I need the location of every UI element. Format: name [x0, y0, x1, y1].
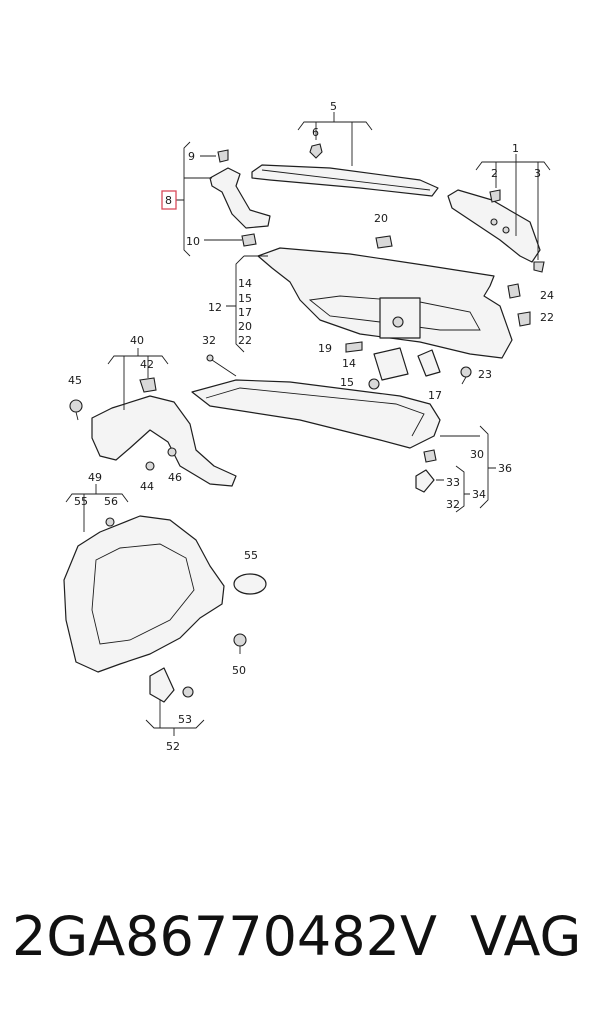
clip-20: [375, 235, 393, 249]
screw-44: [145, 461, 155, 471]
trunk-side-panel: [63, 515, 225, 673]
leader-8: [176, 141, 242, 257]
callout-36: 36: [498, 462, 512, 475]
clip-19: [345, 341, 363, 353]
screw-45: [69, 399, 83, 421]
screw-50: [233, 633, 247, 654]
callout-22-list: 22: [238, 334, 252, 347]
callout-32-top: 32: [202, 334, 216, 347]
callout-22: 22: [540, 311, 554, 324]
callout-24: 24: [540, 289, 554, 302]
callout-46: 46: [168, 471, 182, 484]
callout-55-left: 55: [74, 495, 88, 508]
callout-30: 30: [470, 448, 484, 461]
callout-1: 1: [512, 142, 519, 155]
callout-19: 19: [318, 342, 332, 355]
callout-6: 6: [312, 126, 319, 139]
callout-20-list: 20: [238, 320, 252, 333]
callout-15-list: 15: [238, 292, 252, 305]
callout-42: 42: [140, 358, 154, 371]
callout-14: 14: [342, 357, 356, 370]
left-side-trim: [91, 395, 237, 487]
callout-44: 44: [140, 480, 154, 493]
callout-34: 34: [472, 488, 486, 501]
clip-22: [517, 311, 531, 327]
callout-2: 2: [491, 167, 498, 180]
clip-42: [139, 377, 157, 393]
leader-1: [475, 154, 551, 260]
pillar-trim: [209, 167, 271, 229]
clip-10: [241, 233, 257, 247]
callout-3: 3: [534, 167, 541, 180]
callout-12: 12: [208, 301, 222, 314]
callout-17: 17: [428, 389, 442, 402]
screw-46: [167, 447, 177, 457]
bracket-14: [373, 347, 409, 381]
clip-2: [489, 189, 501, 203]
footer: 2GA86770482V VAG: [0, 900, 600, 980]
leader-52: [145, 700, 205, 736]
callout-40: 40: [130, 334, 144, 347]
callout-53: 53: [178, 713, 192, 726]
callout-50: 50: [232, 664, 246, 677]
clip-32b: [423, 449, 437, 463]
screw-23: [460, 366, 472, 385]
callout-labels: 1 2 3 5 6 8 9 10 20 12 14 15 17 20 22 24…: [68, 100, 554, 753]
leader-12: [226, 255, 268, 353]
clip-6: [309, 143, 323, 159]
leader-40: [107, 348, 169, 410]
callout-17-list: 17: [238, 306, 252, 319]
bracket-52: [149, 667, 175, 703]
brand-name: VAG: [470, 905, 582, 968]
clip-9: [217, 149, 229, 163]
callout-33: 33: [446, 476, 460, 489]
callout-8: 8: [165, 194, 172, 207]
callout-9: 9: [188, 150, 195, 163]
callout-23: 23: [478, 368, 492, 381]
callout-32-bottom: 32: [446, 498, 460, 511]
upper-trim-strip: [251, 164, 439, 197]
clip-24: [507, 283, 521, 299]
trunk-lid-lining: [257, 247, 513, 359]
part-number: 2GA86770482V: [12, 905, 437, 968]
leader-36: [440, 425, 496, 509]
right-side-trim: [447, 189, 541, 263]
cover-55: [233, 573, 267, 595]
callout-55-right: 55: [244, 549, 258, 562]
callout-14-list: 14: [238, 277, 252, 290]
leader-34: [436, 465, 470, 513]
clip-56: [105, 517, 115, 527]
callout-52: 52: [166, 740, 180, 753]
callout-15: 15: [340, 376, 354, 389]
leader-49: [65, 484, 129, 532]
callout-5: 5: [330, 100, 337, 113]
highlight-box-8: [161, 190, 177, 210]
parcel-shelf: [191, 354, 441, 449]
callout-20-top: 20: [374, 212, 388, 225]
callout-45: 45: [68, 374, 82, 387]
screw-15: [368, 378, 380, 390]
clip-3: [533, 261, 545, 273]
plate-17: [417, 349, 441, 377]
callout-49: 49: [88, 471, 102, 484]
screw-53: [182, 686, 194, 698]
clip-33: [415, 469, 435, 493]
callout-56: 56: [104, 495, 118, 508]
leader-5: [297, 112, 373, 166]
callout-10: 10: [186, 235, 200, 248]
